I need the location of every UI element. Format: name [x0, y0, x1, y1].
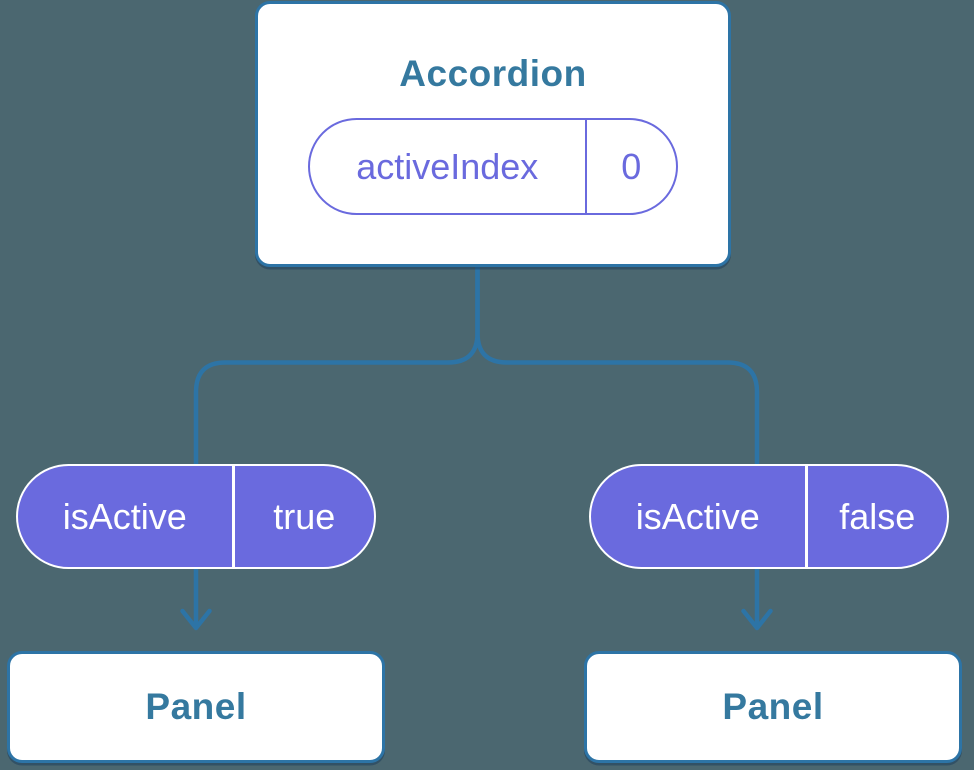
branch-line-left [193, 259, 480, 627]
panel-component-card-right: Panel [584, 651, 962, 763]
panel-component-card-left: Panel [7, 651, 385, 763]
arrowhead-icon [180, 608, 212, 631]
component-title-panel: Panel [722, 685, 824, 727]
prop-pill-isactive-right: isActive false [589, 464, 949, 569]
component-title-panel: Panel [145, 685, 247, 727]
prop-pill-value: false [839, 495, 916, 537]
component-title-accordion: Accordion [399, 52, 587, 94]
prop-pill-name: isActive [591, 466, 808, 567]
accordion-component-card: Accordion activeIndex 0 [255, 1, 731, 267]
state-pill-activeindex: activeIndex 0 [308, 118, 678, 216]
prop-pill-value: true [273, 495, 336, 537]
state-pill-value: 0 [621, 145, 642, 187]
arrowhead-icon [741, 608, 773, 631]
state-pill-name: activeIndex [310, 120, 587, 214]
branch-line-right [475, 259, 760, 627]
prop-pill-isactive-left: isActive true [16, 464, 376, 569]
prop-pill-name: isActive [18, 466, 235, 567]
